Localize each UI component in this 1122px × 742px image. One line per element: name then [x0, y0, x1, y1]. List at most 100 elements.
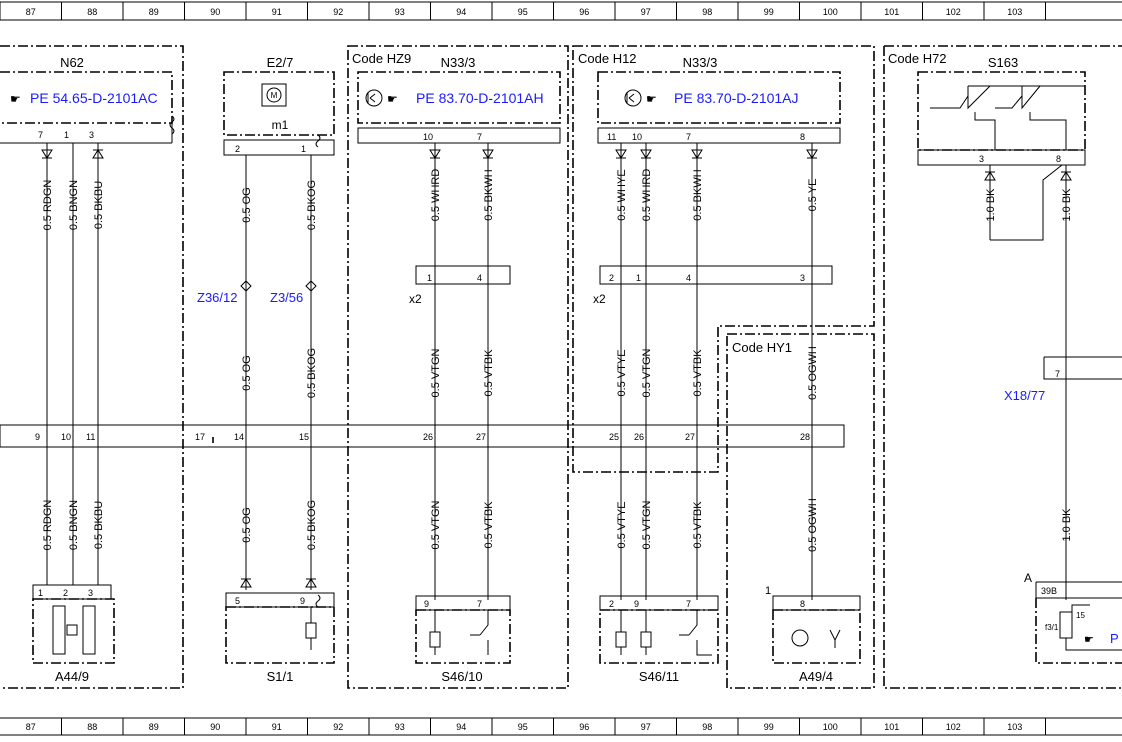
splice-points — [240, 280, 317, 292]
bus-pin-label: 17 — [195, 432, 205, 442]
z3-56-link[interactable]: Z3/56 — [270, 290, 303, 305]
ruler-column-label: 90 — [210, 7, 220, 17]
code-hz9-label: Code HZ9 — [352, 51, 411, 66]
x2-a-label: x2 — [409, 292, 422, 306]
wire-label: 0.5 BKOG — [306, 500, 318, 550]
e2-7-label: E2/7 — [267, 55, 294, 70]
wire-label: 0.5 BKBU — [93, 181, 105, 229]
a49-4-module: 8 1 A49/4 — [765, 585, 861, 684]
ruler-column-label: 96 — [579, 7, 589, 17]
pin-label: 4 — [686, 273, 691, 283]
wire-label: 0.5 VTBK — [692, 501, 704, 549]
wire-label: 1.0 BK — [985, 188, 997, 222]
n33-3-a-ref-link[interactable]: PE 83.70-D-2101AH — [416, 90, 544, 106]
s46-11-label: S46/11 — [639, 669, 679, 684]
sensor-icon — [365, 89, 383, 107]
pin-label: 9 — [424, 599, 429, 609]
ruler-column-label: 89 — [149, 722, 159, 732]
s163-label: S163 — [988, 55, 1018, 70]
a44-9-module: 1 2 3 A44/9 — [32, 584, 115, 684]
wire-label: 0.5 VTBK — [692, 349, 704, 397]
wire-label: 0.5 BKBU — [93, 501, 105, 549]
x2-b-label: x2 — [593, 292, 606, 306]
wire-label: 0.5 YE — [807, 179, 819, 212]
pin-label: 1 — [64, 130, 69, 140]
fuse-label: f3/1 — [1045, 623, 1059, 632]
ruler-column-label: 102 — [946, 7, 961, 17]
wire-labels: 0.5 RDGN 0.5 BNGN 0.5 BKBU 0.5 OG 0.5 BKOG 0.… — [42, 169, 1073, 552]
x18-77-link[interactable]: X18/77 — [1004, 388, 1045, 403]
pin-label: 10 — [423, 132, 433, 142]
bus-pin-label: 26 — [634, 432, 644, 442]
s46-11-switch: 2 9 7 S46/11 — [599, 595, 719, 684]
bus-pin-label: 15 — [299, 432, 309, 442]
s46-10-switch: 9 7 S46/10 — [415, 595, 511, 684]
n33-3-hz9-module: N33/3 ☛ PE 83.70-D-2101AH 10 7 — [357, 55, 561, 144]
code-h72-label: Code H72 — [888, 51, 947, 66]
pin-label: 1 — [301, 144, 306, 154]
ruler-column-label: 97 — [641, 722, 651, 732]
pin-label: 2 — [63, 588, 68, 598]
bus-pin-label: 28 — [800, 432, 810, 442]
pin-label: 1 — [38, 588, 43, 598]
bus-pin-label: 10 — [61, 432, 71, 442]
wire-label: 0.5 VTGN — [430, 500, 442, 549]
bus-pin-label: 27 — [476, 432, 486, 442]
s163-switch: S163 3 8 — [917, 55, 1086, 166]
ruler-column-label: 95 — [518, 7, 528, 17]
x2-connector-a: 1 4 x2 — [409, 265, 511, 306]
code-hy1-label: Code HY1 — [732, 340, 792, 355]
ruler-column-label: 94 — [456, 7, 466, 17]
pin-label: 3 — [979, 154, 984, 164]
n62-ref-link[interactable]: PE 54.65-D-2101AC — [30, 90, 158, 106]
ruler-column-label: 100 — [823, 722, 838, 732]
ruler-column-label: 98 — [702, 722, 712, 732]
s46-10-label: S46/10 — [441, 669, 482, 684]
a44-9-label: A44/9 — [55, 669, 89, 684]
x2-connector-b: 2 1 4 3 x2 — [593, 265, 833, 306]
ruler-column-label: 87 — [26, 7, 36, 17]
n62-module: N62 ☛ PE 54.65-D-2101AC 7 1 3 — [0, 55, 175, 144]
pin-label: 2 — [609, 599, 614, 609]
z36-12-link[interactable]: Z36/12 — [197, 290, 237, 305]
ruler-column-label: 97 — [641, 7, 651, 17]
ruler-column-label: 96 — [579, 722, 589, 732]
pin-label: 7 — [686, 132, 691, 142]
wire-label: 0.5 VTYE — [616, 349, 628, 396]
ruler-column-label: 88 — [87, 7, 97, 17]
motor-icon: M — [271, 91, 278, 100]
ruler-column-label: 99 — [764, 7, 774, 17]
ruler-column-label: 99 — [764, 722, 774, 732]
led-icon — [429, 631, 441, 648]
e2-7-sub: m1 — [272, 118, 289, 132]
pin-label: 3 — [800, 273, 805, 283]
pin-label: 1 — [636, 273, 641, 283]
wire-label: 0.5 OG — [241, 507, 253, 542]
pin-label: 8 — [1056, 154, 1061, 164]
antenna-icon — [829, 629, 841, 648]
wire-label: 0.5 BKOG — [306, 348, 318, 398]
wire-label: 0.5 RDGN — [42, 180, 54, 231]
wire-label: 0.5 VTGN — [430, 348, 442, 397]
pin-label: 10 — [632, 132, 642, 142]
ruler-column-label: 95 — [518, 722, 528, 732]
wire-label: 0.5 RDGN — [42, 500, 54, 551]
a-block-label: A — [1024, 571, 1032, 585]
bus-pin-label: 27 — [685, 432, 695, 442]
wire-label: 0.5 OG — [241, 355, 253, 390]
n33-3-b-label: N33/3 — [683, 55, 718, 70]
ruler-column-label: 89 — [149, 7, 159, 17]
hand-pointer-icon: ☛ — [10, 92, 21, 106]
bus-pin-label: 26 — [423, 432, 433, 442]
n33-3-b-ref-link[interactable]: PE 83.70-D-2101AJ — [674, 90, 799, 106]
pin-label: 2 — [235, 144, 240, 154]
a-block-ref-link[interactable]: P — [1110, 631, 1119, 646]
s1-1-label: S1/1 — [267, 669, 294, 684]
wire-label: 0.5 VTBK — [483, 349, 495, 397]
pin-label: 3 — [89, 130, 94, 140]
pin-label: 5 — [235, 596, 240, 606]
wire-label: 0.5 BNGN — [68, 500, 80, 550]
